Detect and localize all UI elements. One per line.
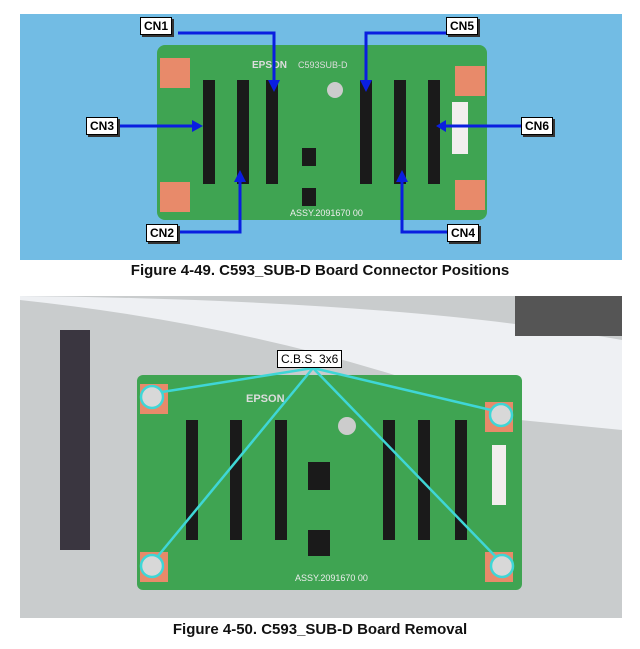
figure-1-photo: EPSON C593SUB-D ASSY.2091670 00 [20, 14, 622, 260]
label-cn2: CN2 [146, 224, 179, 242]
svg-text:ASSY.2091670 00: ASSY.2091670 00 [295, 573, 368, 583]
label-cn4: CN4 [447, 224, 480, 242]
svg-text:C593SUB-D: C593SUB-D [298, 60, 348, 70]
label-cn3: CN3 [86, 117, 119, 135]
svg-text:EPSON: EPSON [252, 60, 287, 71]
figure-1-caption: Figure 4-49. C593_SUB-D Board Connector … [130, 262, 510, 279]
label-cn5: CN5 [446, 17, 479, 35]
figure-2-photo: EPSON ASSY.2091670 00 [20, 296, 622, 618]
screw-label: C.B.S. 3x6 [277, 350, 343, 368]
svg-text:ASSY.2091670 00: ASSY.2091670 00 [290, 208, 363, 218]
svg-text:EPSON: EPSON [246, 393, 285, 405]
label-cn1: CN1 [140, 17, 173, 35]
label-cn6: CN6 [521, 117, 554, 135]
figure-2-caption: Figure 4-50. C593_SUB-D Board Removal [172, 621, 468, 638]
